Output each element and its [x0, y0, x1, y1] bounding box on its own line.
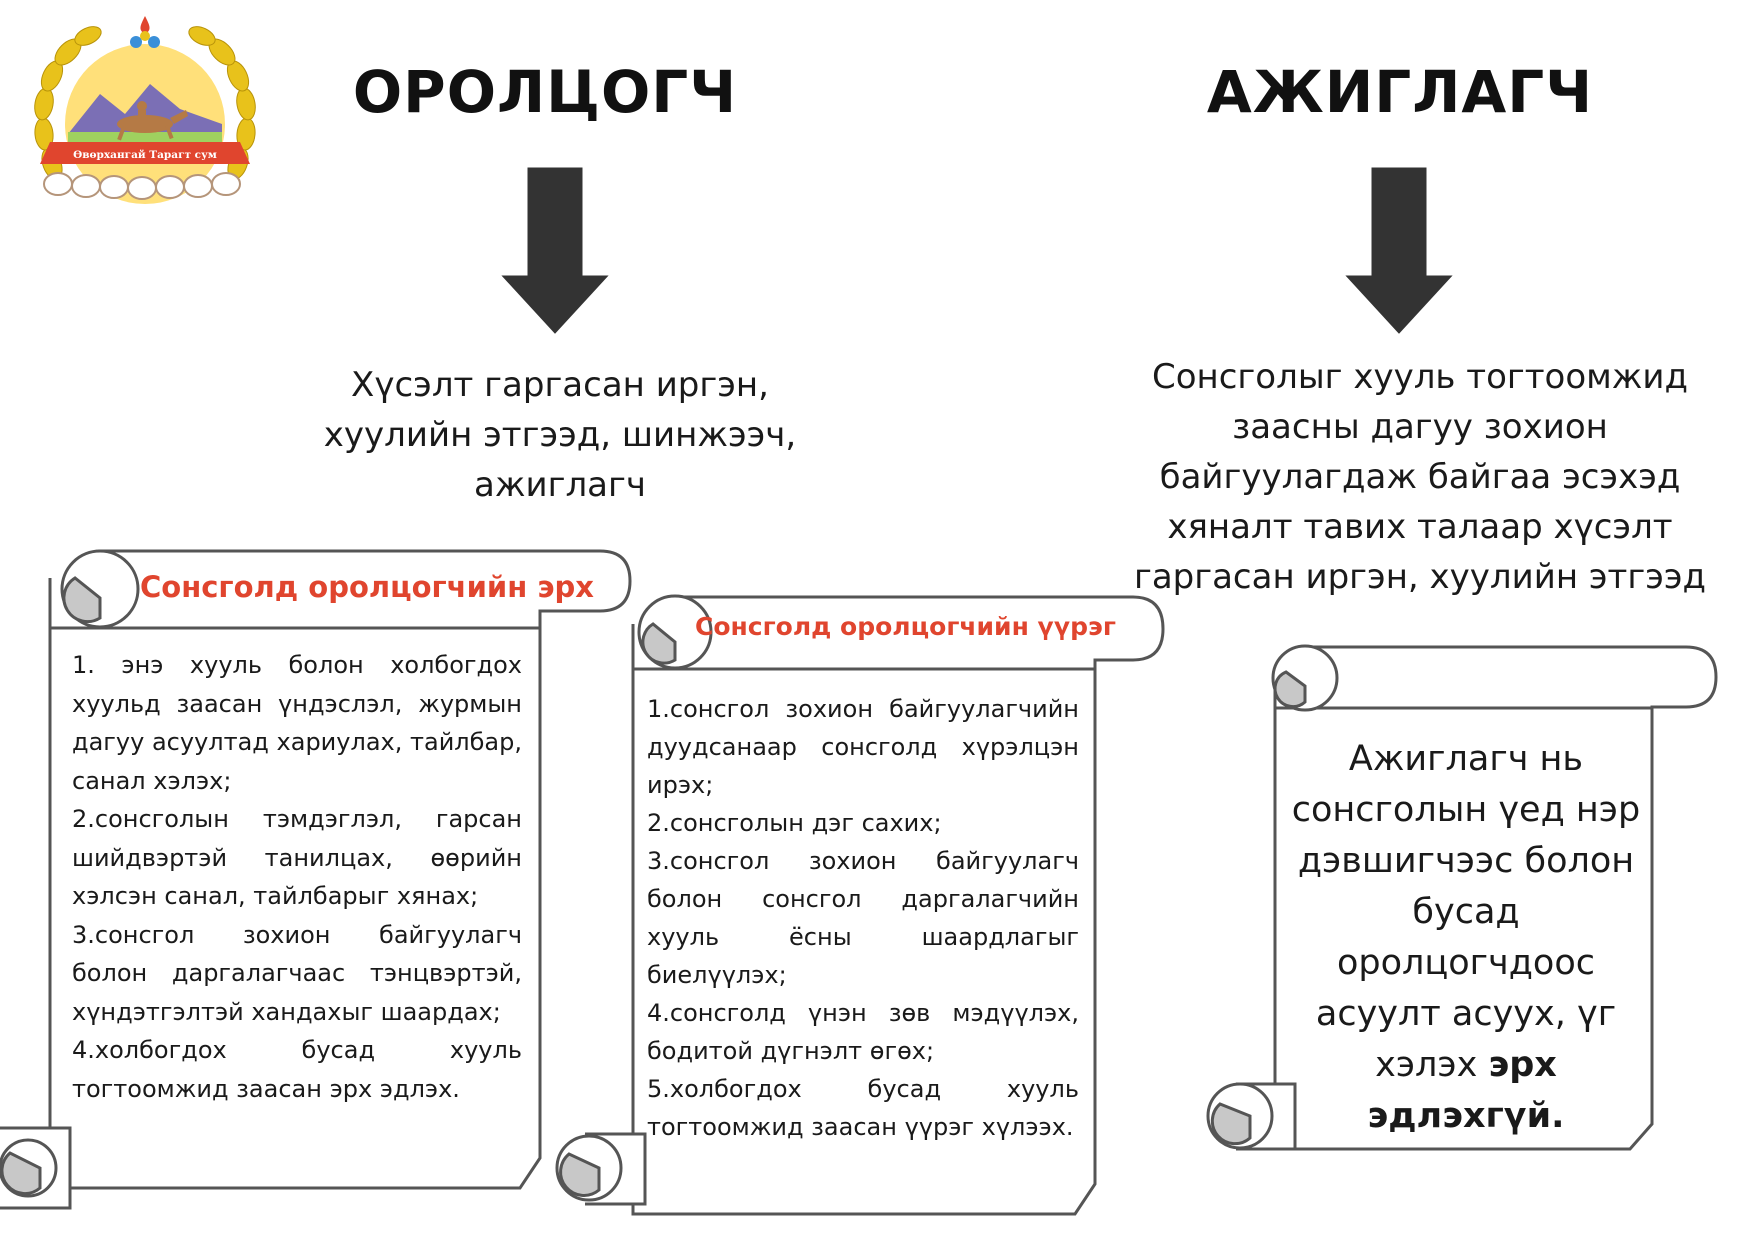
scroll-body: 1. энэ хууль болон холбогдох хуульд заас…: [72, 646, 522, 1108]
desc-line: ажиглагч: [474, 465, 646, 505]
scroll-duties: Сонсголд оролцогчийн үүрэг 1.сонсгол зох…: [555, 594, 1175, 1220]
wheat-left-icon: [34, 26, 102, 180]
logo-caption: Өвөрхангай Тарагт сум: [73, 149, 217, 161]
list-item: 1. энэ хууль болон холбогдох хуульд заас…: [72, 651, 522, 795]
desc-line: байгуулагдаж байгаа эсэхэд: [1159, 457, 1681, 497]
scroll-body: 1.сонсгол зохион байгуулагчийн дуудсанаа…: [647, 690, 1079, 1146]
horse-rider-icon: [117, 101, 188, 141]
desc-line: хяналт тавих талаар хүсэлт: [1167, 507, 1673, 547]
drops-icon: [130, 16, 160, 48]
ribbon: [40, 142, 250, 164]
heading-observer: АЖИГЛАГЧ: [1206, 58, 1594, 126]
scroll-title: Сонсголд оролцогчийн эрх: [140, 570, 595, 604]
list-item: 3.сонсгол зохион байгуулагч болон даргал…: [72, 920, 522, 1026]
scroll-rights: Сонсголд оролцогчийн эрх 1. энэ хууль бо…: [0, 548, 640, 1220]
desc-line: хуулийн этгээд, шинжээч,: [323, 415, 797, 455]
list-item: 1.сонсгол зохион байгуулагчийн дуудсанаа…: [647, 695, 1079, 799]
list-item: 3.сонсгол зохион байгуулагч болон сонсго…: [647, 847, 1079, 989]
observer-note-text: Ажиглагч нь сонсголын үед нэр дэвшигчээс…: [1291, 739, 1641, 1085]
list-item: 2.сонсголын дэг сахих;: [647, 809, 942, 837]
down-arrow-icon: [494, 166, 616, 338]
observer-note: Ажиглагч нь сонсголын үед нэр дэвшигчээс…: [1290, 734, 1642, 1142]
scroll-observer: Ажиглагч нь сонсголын үед нэр дэвшигчээс…: [1200, 644, 1720, 1164]
participant-description: Хүсэлт гаргасан иргэн, хуулийн этгээд, ш…: [300, 360, 820, 510]
heading-participant: ОРОЛЦОГЧ: [352, 58, 738, 126]
desc-line: Хүсэлт гаргасан иргэн,: [351, 365, 769, 405]
down-arrow-icon: [1338, 166, 1460, 338]
list-item: 4.холбогдох бусад хууль тогтоомжид зааса…: [72, 1036, 522, 1103]
desc-line: заасны дагуу зохион: [1232, 407, 1608, 447]
desc-line: гаргасан иргэн, хуулийн этгээд: [1133, 557, 1707, 597]
list-item: 5.холбогдох бусад хууль тогтоомжид зааса…: [647, 1075, 1079, 1141]
list-item: 2.сонсголын тэмдэглэл, гарсан шийдвэртэй…: [72, 805, 522, 910]
scroll-shape: [1206, 644, 1718, 1151]
scroll-shape: [0, 549, 632, 1210]
scroll-shape: [555, 594, 1165, 1216]
logo-emblem: Өвөрхангай Тарагт сум: [34, 16, 256, 204]
cloud-pattern-icon: [43, 172, 241, 200]
observer-note-bold: эрх эдлэхгүй.: [1367, 1045, 1565, 1136]
desc-line: Сонсголыг хууль тогтоомжид: [1151, 357, 1689, 397]
list-item: 4.сонсголд үнэн зөв мэдүүлэх, бодитой дү…: [647, 999, 1079, 1065]
observer-description: Сонсголыг хууль тогтоомжид заасны дагуу …: [1120, 352, 1720, 602]
scroll-title: Сонсголд оролцогчийн үүрэг: [695, 612, 1116, 641]
